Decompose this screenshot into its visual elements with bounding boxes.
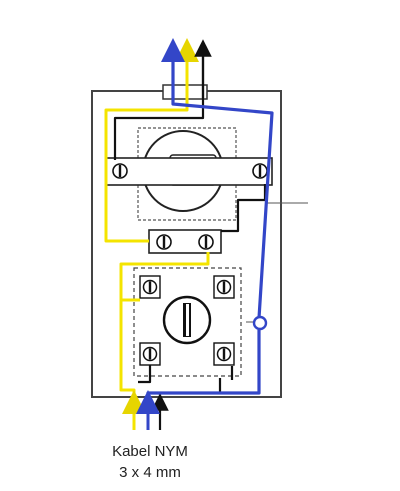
fuse-terminals <box>139 275 235 366</box>
meter-terminal-block <box>105 157 273 186</box>
neutral-junction <box>252 315 268 331</box>
cable-size-label: 3 x 4 mm <box>119 464 181 481</box>
cable-type-label: Kabel NYM <box>112 443 188 460</box>
fuse-switch-knob-icon <box>162 295 212 345</box>
top-entry-block <box>162 84 208 100</box>
fuse-outline <box>133 267 242 377</box>
